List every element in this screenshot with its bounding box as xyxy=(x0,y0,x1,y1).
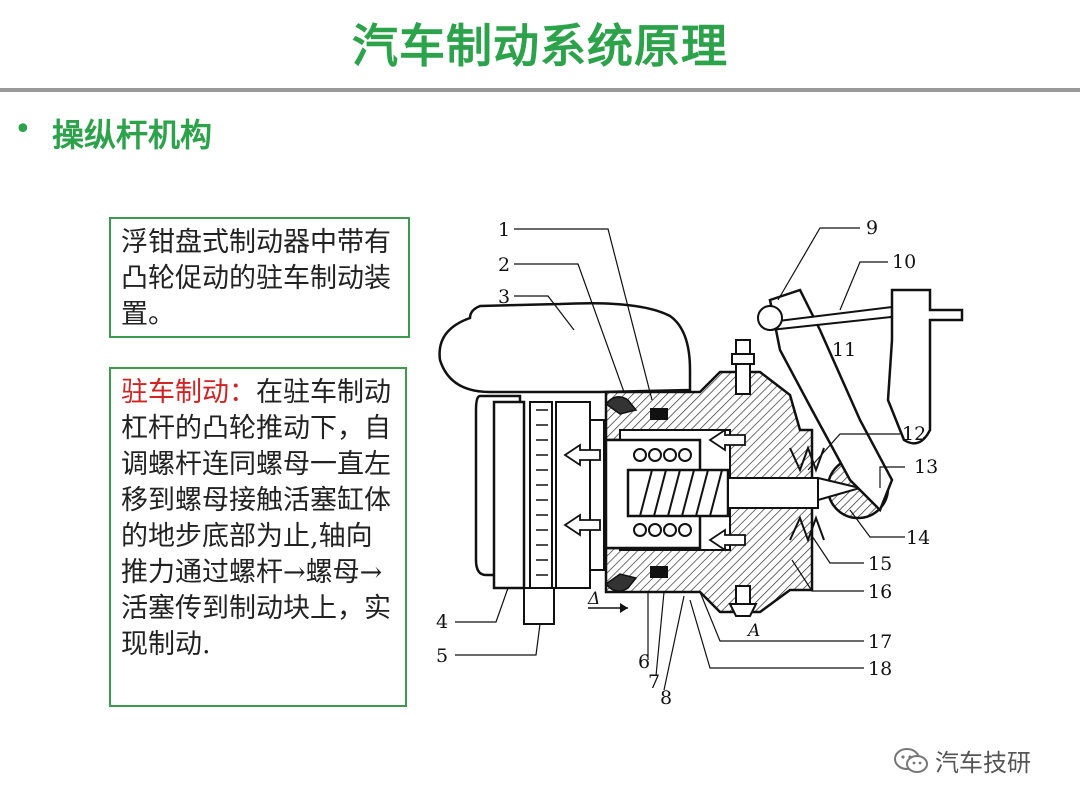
pressure-arrows xyxy=(563,428,746,552)
label-16: 16 xyxy=(868,581,892,603)
piston-seal-top xyxy=(650,408,668,420)
watermark: 汽车技研 xyxy=(893,743,1031,778)
label-11: 11 xyxy=(832,339,856,361)
piston-spring xyxy=(633,448,692,537)
screw-thread xyxy=(639,469,723,517)
parking-lever xyxy=(768,288,894,513)
bleeder-screw-top xyxy=(731,339,755,395)
section-subtitle: 操纵杆机构 xyxy=(52,116,213,154)
label-2: 2 xyxy=(498,254,510,276)
label-13: 13 xyxy=(914,456,938,478)
wechat-icon xyxy=(894,747,928,773)
description-box: 浮钳盘式制动器中带有凸轮促动的驻车制动装置。 xyxy=(109,217,410,338)
caliper-housing xyxy=(438,301,692,394)
bullet-icon: • xyxy=(14,112,32,147)
label-14: 14 xyxy=(906,527,930,549)
parking-brake-box: 驻车制动：在驻车制动杠杆的凸轮推动下，自调螺杆连同螺母一直左移到螺母接触活塞缸体… xyxy=(109,367,407,707)
piston-seal-bottom xyxy=(650,566,668,578)
label-9: 9 xyxy=(866,217,878,239)
parking-brake-heading: 驻车制动： xyxy=(121,377,256,408)
dust-boot-top xyxy=(604,396,638,415)
label-4: 4 xyxy=(436,611,448,633)
label-5: 5 xyxy=(436,645,448,667)
label-8: 8 xyxy=(660,687,672,709)
label-17: 17 xyxy=(868,631,892,653)
cam-tip xyxy=(817,476,864,502)
disc-vent-lines xyxy=(536,409,548,576)
label-1: 1 xyxy=(498,219,510,241)
label-15: 15 xyxy=(868,553,892,575)
bleeder-screw-bottom xyxy=(728,585,758,617)
bellows xyxy=(789,445,825,543)
dust-boot-bottom xyxy=(604,573,638,592)
label-6: 6 xyxy=(638,651,650,673)
description-text: 浮钳盘式制动器中带有凸轮促动的驻车制动装置。 xyxy=(121,227,391,330)
section-a-label: A xyxy=(746,621,760,641)
cable-eye xyxy=(757,305,783,331)
lever-bracket xyxy=(886,288,964,445)
parking-brake-body: 在驻车制动杠杆的凸轮推动下，自调螺杆连同螺母一直左移到螺母接触活塞缸体的地步底部… xyxy=(121,377,391,660)
brake-pad-right xyxy=(555,401,591,589)
pad-backing xyxy=(589,419,605,571)
axle-shaft xyxy=(523,587,555,625)
label-18: 18 xyxy=(868,658,892,680)
label-7: 7 xyxy=(648,671,660,693)
brake-disc xyxy=(492,400,526,590)
label-3: 3 xyxy=(498,286,510,308)
clearance-marker: Δ xyxy=(587,589,628,613)
leader-lines xyxy=(455,227,905,691)
label-10: 10 xyxy=(892,251,916,273)
title-divider xyxy=(0,88,1080,92)
label-12: 12 xyxy=(902,423,926,445)
watermark-text: 汽车技研 xyxy=(935,749,1031,777)
page-title: 汽车制动系统原理 xyxy=(352,19,728,73)
push-rod xyxy=(727,477,819,509)
delta-label: Δ xyxy=(587,589,600,609)
